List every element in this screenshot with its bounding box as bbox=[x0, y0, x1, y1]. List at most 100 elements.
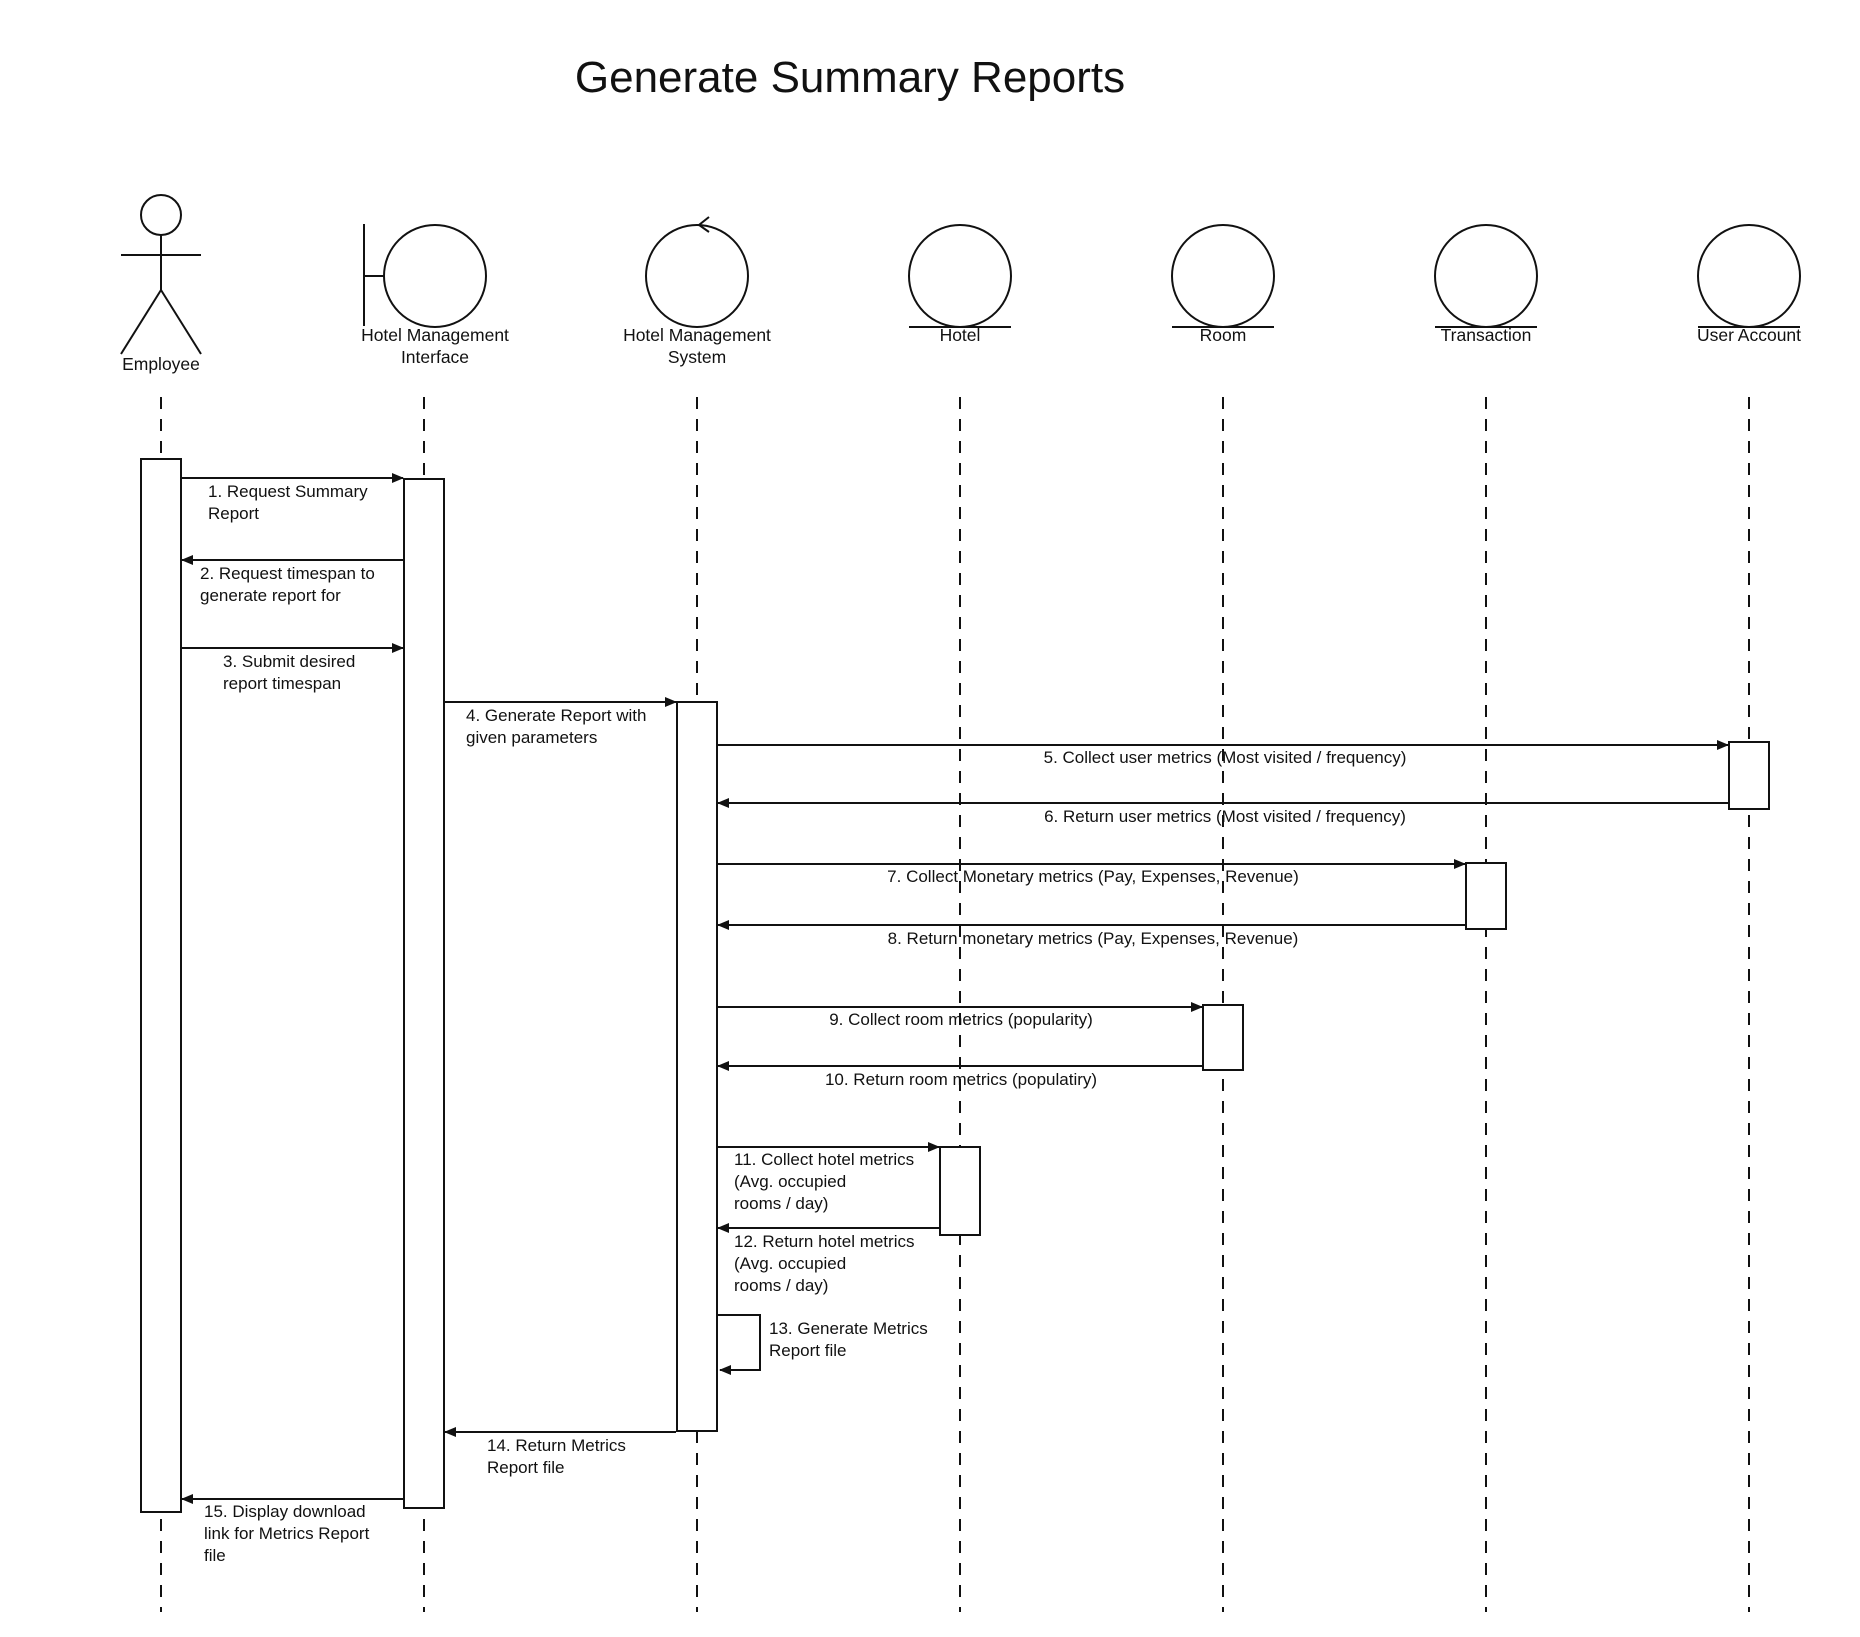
message-label: 2. Request timespan to generate report fo… bbox=[200, 564, 375, 605]
message-label-line: link for Metrics Report bbox=[204, 1524, 370, 1543]
message-3: 3. Submit desired report timespan bbox=[182, 643, 404, 693]
message-9: 9. Collect room metrics (popularity) bbox=[718, 1002, 1203, 1029]
participant-label: Transaction bbox=[1441, 325, 1532, 345]
message-label: 5. Collect user metrics (Most visited / … bbox=[1044, 748, 1407, 767]
message-label-line: 11. Collect hotel metrics bbox=[734, 1150, 914, 1169]
participant-label: User Account bbox=[1697, 325, 1801, 345]
message-label-line: 2. Request timespan to bbox=[200, 564, 375, 583]
participant-label: Employee bbox=[122, 354, 200, 374]
message-label: 11. Collect hotel metrics (Avg. occupied r… bbox=[734, 1150, 914, 1213]
message-label-line: 7. Collect Monetary metrics (Pay, Expens… bbox=[887, 867, 1299, 886]
message-label-line: 3. Submit desired bbox=[223, 652, 355, 671]
message-8: 8. Return monetary metrics (Pay, Expense… bbox=[717, 920, 1465, 948]
activation-bar-room bbox=[1202, 1004, 1244, 1071]
participant-label-line: Interface bbox=[401, 347, 469, 367]
message-label-line: 13. Generate Metrics bbox=[769, 1319, 928, 1338]
message-label-line: 9. Collect room metrics (popularity) bbox=[829, 1010, 1093, 1029]
participant-label-line: Hotel Management bbox=[361, 325, 509, 345]
activation-bars bbox=[140, 458, 1770, 1513]
control-icon bbox=[645, 216, 749, 328]
message-10: 10. Return room metrics (populatiry) bbox=[717, 1061, 1202, 1089]
message-label-line: 5. Collect user metrics (Most visited / … bbox=[1044, 748, 1407, 767]
lifelines bbox=[160, 397, 1750, 1612]
message-label: 15. Display download link for Metrics Rep… bbox=[204, 1502, 370, 1565]
participant-label-line: Hotel Management bbox=[623, 325, 771, 345]
message-label-line: Report bbox=[208, 504, 259, 523]
participant-label-line: User Account bbox=[1697, 325, 1801, 345]
message-label-line: 14. Return Metrics bbox=[487, 1436, 626, 1455]
message-label-line: generate report for bbox=[200, 586, 341, 605]
message-label: 4. Generate Report with given parameters bbox=[466, 706, 646, 747]
message-12: 12. Return hotel metrics (Avg. occupied ro… bbox=[717, 1223, 939, 1295]
message-label-line: (Avg. occupied bbox=[734, 1172, 846, 1191]
message-5: 5. Collect user metrics (Most visited / … bbox=[718, 740, 1729, 767]
entity-icon bbox=[1697, 224, 1801, 328]
message-label: 3. Submit desired report timespan bbox=[223, 652, 355, 693]
message-label-line: Report file bbox=[769, 1341, 846, 1360]
message-label-line: Report file bbox=[487, 1458, 564, 1477]
message-label-line: 12. Return hotel metrics bbox=[734, 1232, 914, 1251]
entity-icon bbox=[1434, 224, 1538, 328]
activation-bar-hotel bbox=[939, 1146, 981, 1236]
message-11: 11. Collect hotel metrics (Avg. occupied r… bbox=[718, 1142, 940, 1213]
participant-room: Room bbox=[1171, 224, 1275, 345]
message-label-line: 6. Return user metrics (Most visited / f… bbox=[1044, 807, 1406, 826]
activation-bar-hmi bbox=[403, 478, 445, 1509]
message-label-line: 4. Generate Report with bbox=[466, 706, 646, 725]
message-label: 7. Collect Monetary metrics (Pay, Expens… bbox=[887, 867, 1299, 886]
message-label-line: file bbox=[204, 1546, 226, 1565]
message-7: 7. Collect Monetary metrics (Pay, Expens… bbox=[718, 859, 1466, 886]
actor-icon bbox=[120, 194, 202, 355]
message-label-line: given parameters bbox=[466, 728, 597, 747]
message-label-line: rooms / day) bbox=[734, 1194, 828, 1213]
participant-user-account: User Account bbox=[1697, 224, 1801, 345]
message-6: 6. Return user metrics (Most visited / f… bbox=[717, 798, 1728, 826]
diagram-title: Generate Summary Reports bbox=[575, 53, 1125, 102]
boundary-icon bbox=[363, 224, 487, 328]
message-label-line: 10. Return room metrics (populatiry) bbox=[825, 1070, 1097, 1089]
message-label: 9. Collect room metrics (popularity) bbox=[829, 1010, 1093, 1029]
activation-bar-hms bbox=[676, 701, 718, 1432]
message-arrow bbox=[718, 1314, 761, 1375]
participant-label-line: Transaction bbox=[1441, 325, 1532, 345]
entity-icon bbox=[1171, 224, 1275, 328]
activation-bar-transaction bbox=[1465, 862, 1507, 930]
message-label-line: rooms / day) bbox=[734, 1276, 828, 1295]
message-label-line: 15. Display download bbox=[204, 1502, 366, 1521]
message-label: 8. Return monetary metrics (Pay, Expense… bbox=[888, 929, 1299, 948]
entity-icon bbox=[908, 224, 1012, 328]
participant-employee: Employee bbox=[120, 194, 202, 374]
activation-bar-user-account bbox=[1728, 741, 1770, 810]
participant-label: Hotel bbox=[940, 325, 981, 345]
participant-hotel: Hotel bbox=[908, 224, 1012, 345]
message-4: 4. Generate Report with given parameters bbox=[445, 697, 677, 747]
message-label: 12. Return hotel metrics (Avg. occupied ro… bbox=[734, 1232, 914, 1295]
participant-label-line: Hotel bbox=[940, 325, 981, 345]
message-label: 10. Return room metrics (populatiry) bbox=[825, 1070, 1097, 1089]
message-label-line: 1. Request Summary bbox=[208, 482, 368, 501]
message-label: 6. Return user metrics (Most visited / f… bbox=[1044, 807, 1406, 826]
participant-label-line: System bbox=[668, 347, 726, 367]
participant-label: Room bbox=[1200, 325, 1247, 345]
message-2: 2. Request timespan to generate report fo… bbox=[181, 555, 403, 605]
activation-bar-employee bbox=[140, 458, 182, 1513]
message-label-line: 8. Return monetary metrics (Pay, Expense… bbox=[888, 929, 1299, 948]
participant-label-line: Employee bbox=[122, 354, 200, 374]
participant-label-line: Room bbox=[1200, 325, 1247, 345]
message-label-line: report timespan bbox=[223, 674, 341, 693]
message-label-line: (Avg. occupied bbox=[734, 1254, 846, 1273]
message-15: 15. Display download link for Metrics Rep… bbox=[181, 1494, 403, 1565]
